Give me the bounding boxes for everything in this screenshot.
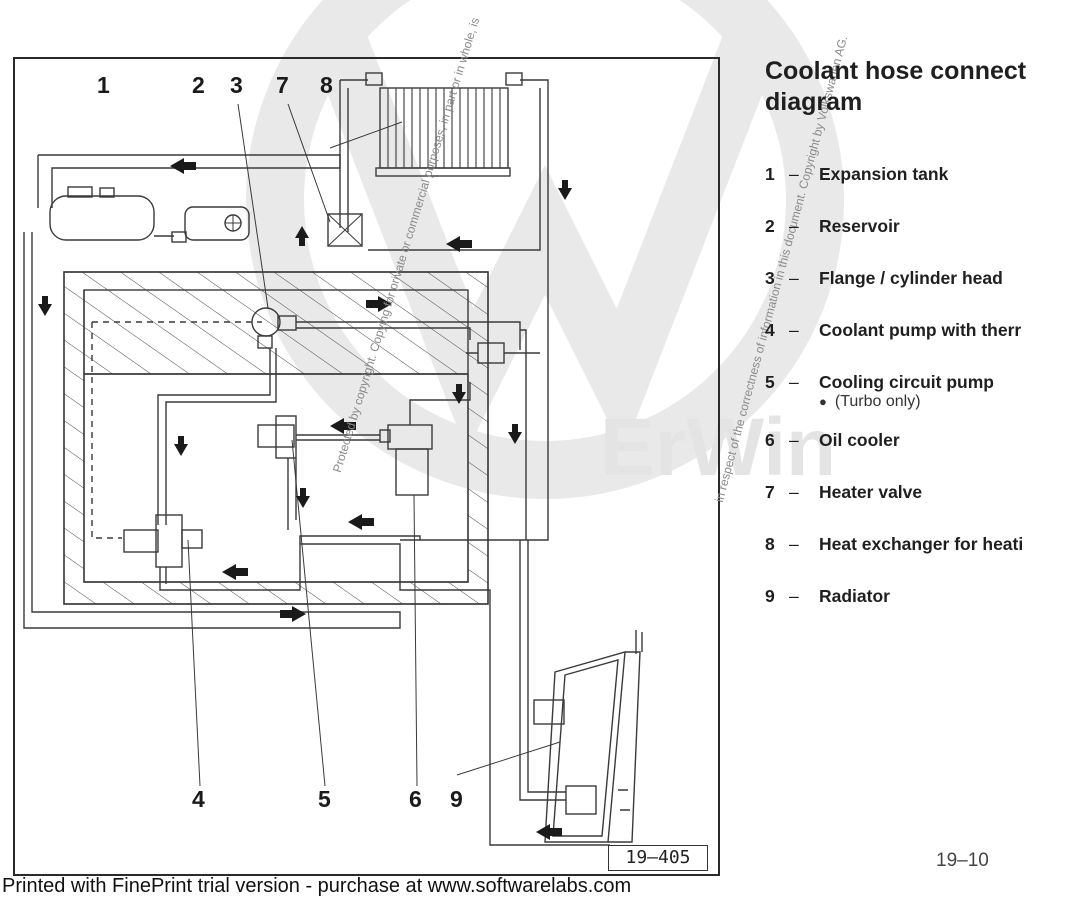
heater-valve	[327, 213, 363, 247]
legend-num: 6	[765, 430, 775, 450]
legend-dash: –	[789, 586, 799, 606]
legend-item-2: 2 – Reservoir	[765, 212, 1080, 264]
legend-label: Expansion tank	[819, 164, 949, 184]
title-line-2: diagram	[765, 88, 863, 116]
legend-dash: –	[789, 534, 799, 554]
page-title: Coolant hose connect diagram	[765, 56, 1080, 118]
legend-sub-note: ● (Turbo only)	[819, 393, 921, 411]
radiator	[533, 630, 643, 843]
reference-code: 19–405	[608, 845, 708, 871]
legend-num: 9	[765, 586, 775, 606]
legend-item-3: 3 – Flange / cylinder head	[765, 264, 1080, 316]
coolant-pump	[123, 529, 159, 553]
legend-label: Cooling circuit pump	[819, 372, 994, 392]
oil-cooler	[387, 424, 433, 450]
legend-item-4: 4 – Coolant pump with therr	[765, 316, 1080, 368]
callout-8: 8	[320, 72, 333, 98]
legend-dash: –	[789, 268, 799, 288]
legend-num: 7	[765, 482, 775, 502]
callout-3: 3	[230, 72, 243, 98]
legend-label: Coolant pump with therr	[819, 320, 1022, 340]
legend-label: Radiator	[819, 586, 890, 606]
legend-label: Flange / cylinder head	[819, 268, 1003, 288]
page-number: 19–10	[936, 850, 989, 871]
legend-item-8: 8 – Heat exchanger for heati	[765, 530, 1080, 582]
legend-dash: –	[789, 372, 799, 392]
bullet-icon: ●	[819, 394, 827, 409]
legend-item-7: 7 – Heater valve	[765, 478, 1080, 530]
legend-label: Reservoir	[819, 216, 900, 236]
legend-dash: –	[789, 320, 799, 340]
callout-6: 6	[409, 786, 422, 812]
callout-4: 4	[192, 786, 205, 812]
legend-label: Heat exchanger for heati	[819, 534, 1024, 554]
legend-item-5: 5 – Cooling circuit pump ● (Turbo only)	[765, 368, 1080, 426]
legend-label: Heater valve	[819, 482, 923, 502]
legend-dash: –	[789, 430, 799, 450]
expansion-tank	[49, 195, 155, 241]
legend-num: 8	[765, 534, 775, 554]
callout-2: 2	[192, 72, 205, 98]
callout-5: 5	[318, 786, 331, 812]
title-line-1: Coolant hose connect	[765, 57, 1027, 85]
callout-7: 7	[276, 72, 289, 98]
callout-1: 1	[97, 72, 110, 98]
legend-dash: –	[789, 216, 799, 236]
print-footer: Printed with FinePrint trial version - p…	[2, 875, 632, 897]
legend-item-1: 1 – Expansion tank	[765, 160, 1080, 212]
legend-num: 4	[765, 320, 775, 340]
legend-item-6: 6 – Oil cooler	[765, 426, 1080, 478]
legend-num: 2	[765, 216, 775, 236]
legend: 1 – Expansion tank 2 – Reservoir 3 – Fla…	[765, 160, 1080, 634]
legend-sub-text: (Turbo only)	[834, 393, 921, 410]
legend-dash: –	[789, 164, 799, 184]
callout-9: 9	[450, 786, 463, 812]
reservoir	[184, 206, 250, 241]
legend-label: Oil cooler	[819, 430, 900, 450]
legend-num: 3	[765, 268, 775, 288]
legend-item-9: 9 – Radiator	[765, 582, 1080, 634]
legend-dash: –	[789, 482, 799, 502]
legend-num: 1	[765, 164, 775, 184]
legend-num: 5	[765, 372, 775, 392]
diagram-frame	[13, 57, 720, 876]
